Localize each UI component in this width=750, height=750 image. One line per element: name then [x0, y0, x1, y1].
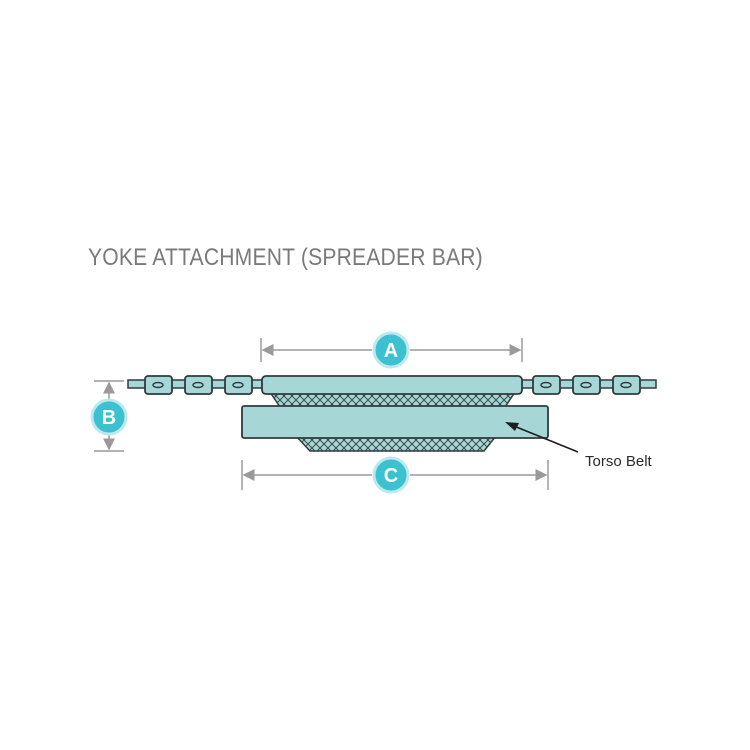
left-chain [127, 375, 265, 395]
dimension-a: A [260, 331, 523, 369]
torso-belt-callout: Torso Belt [505, 422, 653, 470]
dimension-b-label: B [102, 407, 116, 429]
dimension-c: C [241, 456, 549, 494]
callout-arrow-icon [505, 422, 519, 431]
right-chain [519, 375, 657, 395]
dimension-c-label: C [384, 465, 398, 487]
diagram-title: YOKE ATTACHMENT (SPREADER BAR) [88, 244, 483, 271]
dimension-a-label: A [384, 340, 398, 362]
torso-belt-label: Torso Belt [585, 453, 653, 470]
spreader-bar [261, 375, 523, 395]
dimension-b: B [90, 380, 128, 452]
torso-belt [241, 405, 549, 439]
